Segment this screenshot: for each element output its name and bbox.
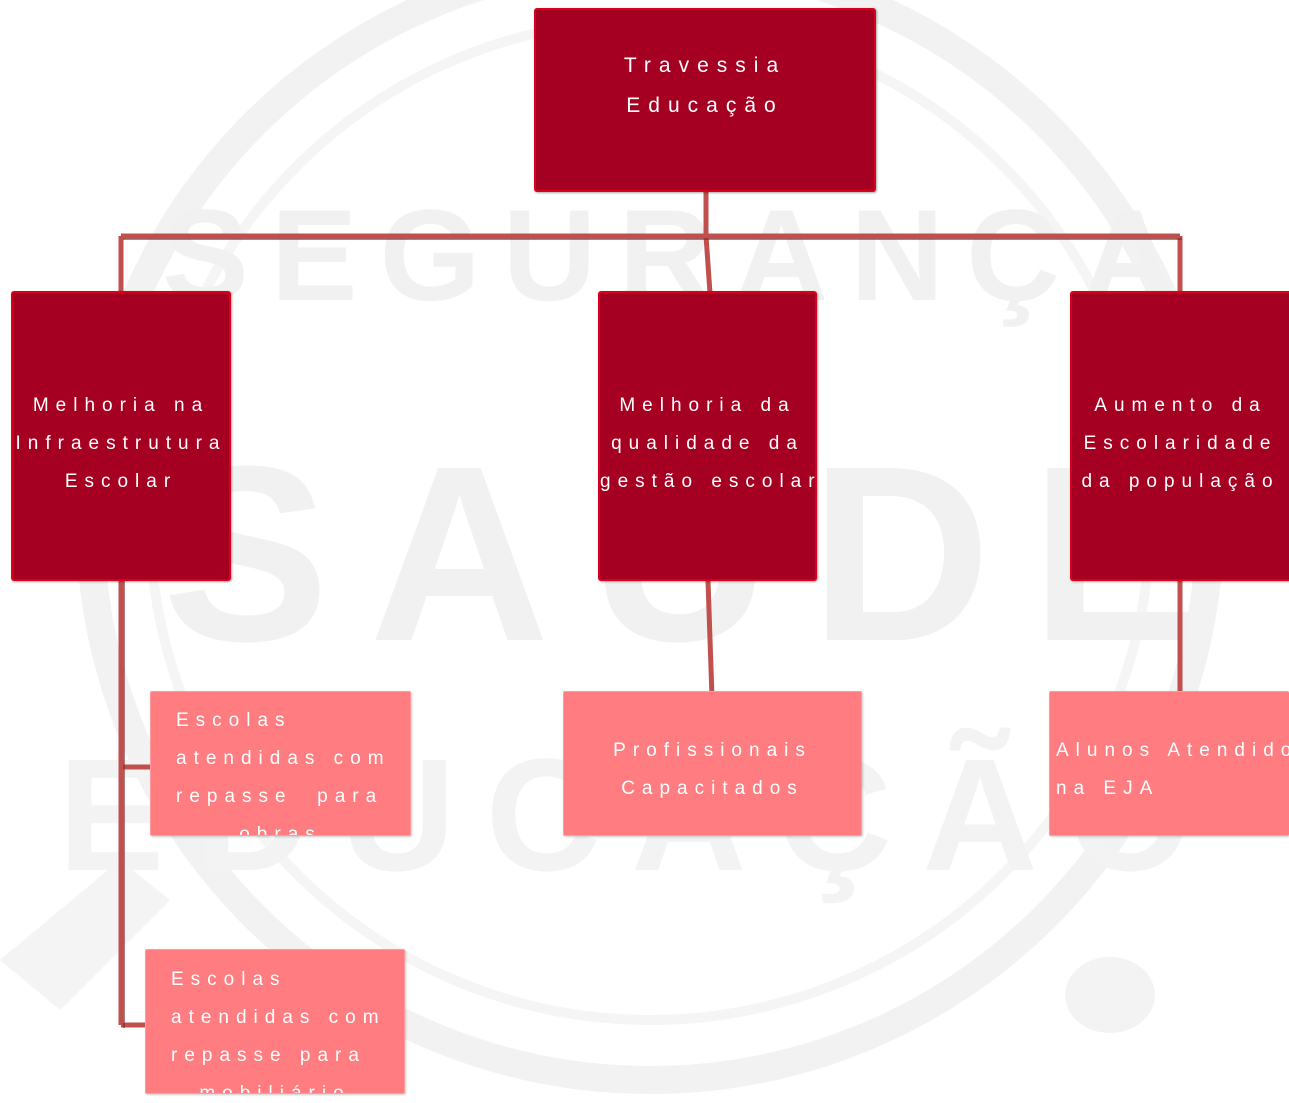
- leaf-obras-line-2: atendidas com: [176, 748, 391, 769]
- node-infra-line-3: Escolar: [64, 471, 178, 492]
- watermark-blob: [1065, 957, 1155, 1033]
- connector-to-capacitados: [705, 580, 715, 698]
- leaf-mobiliario-line-4: mobiliário: [199, 1083, 351, 1094]
- node-root: Travessia Educação: [534, 8, 876, 192]
- node-gestao-line-2: qualidade da: [611, 433, 804, 454]
- node-root-line-2: Educação: [626, 94, 784, 117]
- leaf-mobiliario-line-2: atendidas com: [171, 1007, 386, 1028]
- node-gestao-line-1: Melhoria da: [619, 395, 796, 416]
- node-gestao-line-3: gestão escolar: [600, 471, 817, 492]
- connector-to-gestao: [703, 235, 713, 294]
- leaf-obras-line-3: repasse para: [176, 786, 384, 807]
- node-aumento-escolaridade: Aumento da Escolaridade da população: [1070, 291, 1289, 581]
- node-melhoria-infraestrutura: Melhoria na Infraestrutura Escolar: [11, 291, 231, 581]
- leaf-capacitados-line-2: Capacitados: [621, 778, 804, 799]
- leaf-capacitados-line-1: Profissionais: [613, 740, 812, 761]
- leaf-mobiliario-line-1: Escolas: [171, 969, 287, 990]
- node-escolaridade-line-2: Escolaridade: [1083, 433, 1278, 454]
- node-alunos-atendidos-eja: Alunos Atendidos na EJA: [1049, 691, 1289, 836]
- node-escolas-repasse-mobiliario: Escolas atendidas com repasse para mobil…: [145, 949, 405, 1094]
- leaf-mobiliario-line-3: repasse para: [171, 1045, 366, 1066]
- watermark-handle: [0, 860, 170, 1010]
- leaf-eja-line-1: Alunos Atendidos: [1056, 740, 1289, 761]
- leaf-obras-line-4: obras: [239, 824, 322, 836]
- node-root-line-1: Travessia: [623, 54, 787, 77]
- node-infra-line-1: Melhoria na: [32, 395, 210, 416]
- leaf-eja-line-2: na EJA: [1056, 778, 1160, 799]
- node-escolas-repasse-obras: Escolas atendidas com repasse para obras: [150, 691, 411, 836]
- node-melhoria-gestao: Melhoria da qualidade da gestão escolar: [598, 291, 817, 581]
- node-escolaridade-line-1: Aumento da: [1094, 395, 1267, 416]
- node-infra-line-2: Infraestrutura: [15, 433, 227, 454]
- leaf-obras-line-1: Escolas: [176, 710, 292, 731]
- node-profissionais-capacitados: Profissionais Capacitados: [563, 691, 862, 836]
- node-escolaridade-line-3: da população: [1081, 471, 1280, 492]
